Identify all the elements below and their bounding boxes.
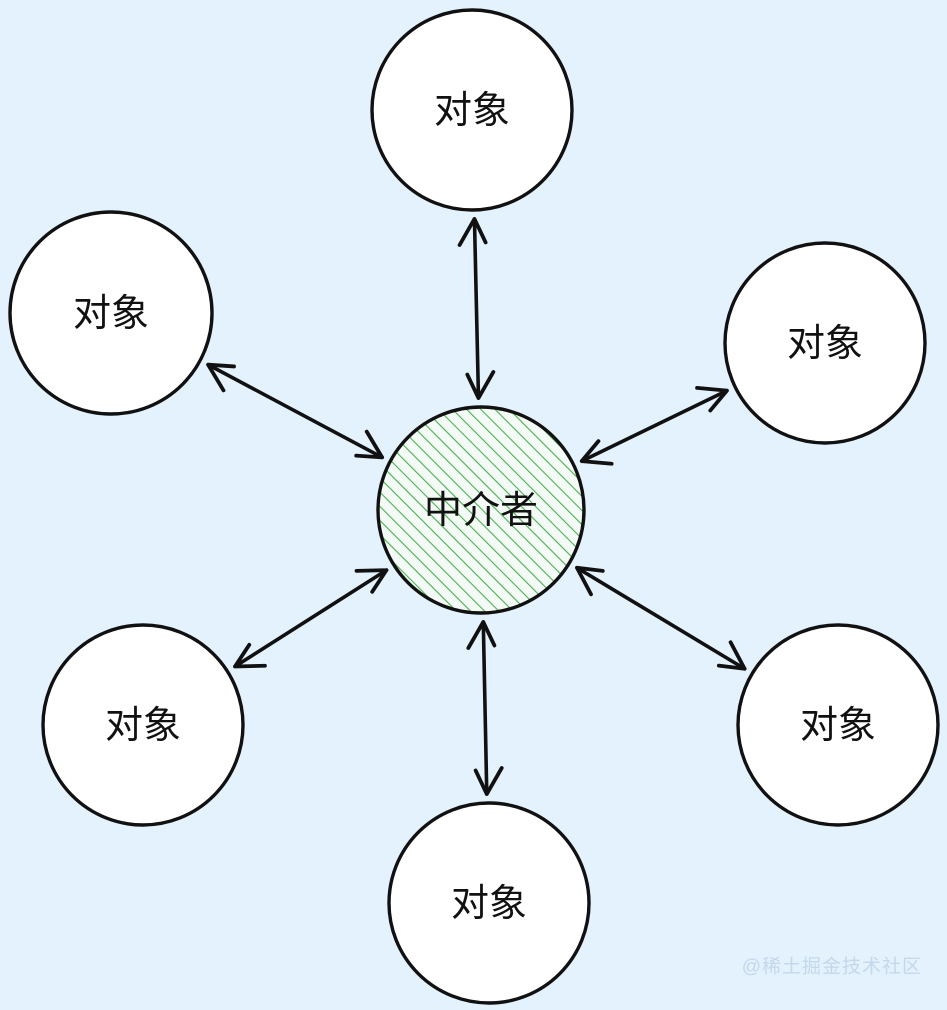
arrow-mediator-to-lower-left: [233, 568, 389, 669]
object-label-lower-right: 对象: [800, 705, 876, 747]
arrow-shaft: [481, 622, 489, 794]
arrow-head-to-object: [695, 386, 729, 413]
object-circle-upper-right[interactable]: [723, 241, 927, 445]
object-node-lower-right[interactable]: 对象: [736, 623, 940, 827]
connection-arrows: [206, 217, 747, 796]
arrow-head-to-mediator: [465, 370, 496, 400]
arrow-mediator-to-upper-left: [206, 362, 385, 460]
arrow-mediator-to-bottom: [466, 620, 504, 796]
mediator-circle[interactable]: [376, 405, 586, 615]
object-node-upper-left[interactable]: 对象: [8, 210, 214, 416]
arrow-shaft: [234, 569, 387, 668]
arrow-shaft: [581, 389, 727, 463]
mediator-label: 中介者: [424, 490, 538, 532]
object-label-upper-right: 对象: [787, 323, 863, 365]
arrow-shaft: [576, 567, 745, 670]
object-nodes: 对象对象对象对象对象对象: [8, 8, 940, 1005]
object-label-upper-left: 对象: [73, 293, 149, 335]
arrow-head-to-mediator: [575, 565, 605, 597]
arrow-head-to-object: [473, 766, 504, 796]
arrow-head-to-mediator: [354, 429, 385, 460]
object-label-bottom: 对象: [451, 883, 527, 925]
object-circle-upper-left[interactable]: [8, 210, 214, 416]
mediator-node[interactable]: 中介者: [376, 405, 586, 615]
arrow-shaft: [472, 219, 481, 398]
object-node-upper-right[interactable]: 对象: [723, 241, 927, 445]
arrow-head-to-object: [206, 362, 236, 393]
object-circle-bottom[interactable]: [387, 801, 591, 1005]
arrow-head-to-object: [457, 217, 488, 247]
arrow-head-to-object: [233, 642, 267, 669]
arrow-mediator-to-lower-right: [575, 565, 747, 671]
object-label-top: 对象: [434, 90, 510, 132]
object-node-top[interactable]: 对象: [370, 8, 574, 212]
arrow-shaft: [208, 363, 383, 459]
arrow-head-to-object: [716, 640, 747, 671]
object-label-lower-left: 对象: [105, 705, 181, 747]
object-circle-lower-left[interactable]: [41, 623, 245, 827]
object-circle-lower-right[interactable]: [736, 623, 940, 827]
arrow-head-to-mediator: [354, 568, 389, 594]
object-node-lower-left[interactable]: 对象: [41, 623, 245, 827]
object-node-bottom[interactable]: 对象: [387, 801, 591, 1005]
watermark-label: @稀土掘金技术社区: [742, 956, 922, 978]
arrow-mediator-to-top: [457, 217, 496, 400]
arrow-head-to-mediator: [466, 620, 497, 650]
arrow-mediator-to-upper-right: [579, 386, 729, 466]
arrow-head-to-mediator: [579, 439, 614, 466]
object-circle-top[interactable]: [370, 8, 574, 212]
